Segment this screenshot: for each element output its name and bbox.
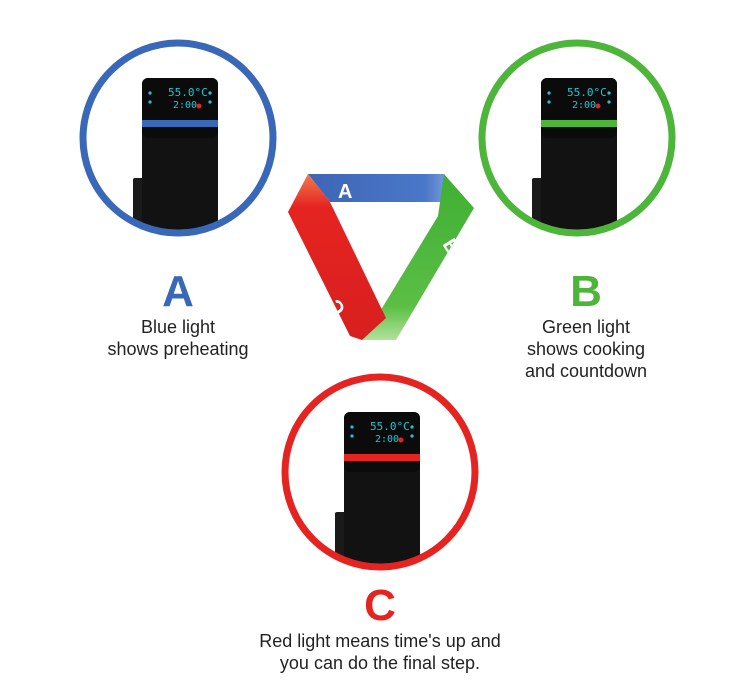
- triangle-band-green: [362, 174, 474, 340]
- cooker-display-time: 2:00: [173, 100, 197, 111]
- cooker-display-temp: 55.0°C: [567, 86, 607, 99]
- panel-a-letter: A: [162, 267, 194, 316]
- panel-c-letter: C: [364, 581, 396, 630]
- cooker-display-temp: 55.0°C: [168, 86, 208, 99]
- panel-b-ring: 55.0°C 2:00: [478, 39, 676, 237]
- panel-a-caption-line-1: Blue light: [140, 317, 216, 337]
- panel-a-ring: 55.0°C 2:00: [79, 39, 277, 237]
- panel-c-caption: Red light means time's up and you can do…: [210, 630, 550, 674]
- power-icon: [398, 437, 404, 443]
- color-cycle-triangle: A B C: [288, 174, 474, 340]
- triangle-band-red: [288, 174, 386, 340]
- panel-c-illustration: 55.0°C 2:00: [280, 372, 480, 572]
- panel-a-caption-line-2: shows preheating: [107, 339, 249, 359]
- status-light-bar: [541, 120, 617, 127]
- panel-c-ring: 55.0°C 2:00: [281, 373, 479, 571]
- cooker-display-time: 2:00: [375, 434, 399, 445]
- panel-b-caption-line-1: Green light: [541, 317, 631, 337]
- cooker-display-temp: 55.0°C: [370, 420, 410, 433]
- panel-a-caption: Blue light shows preheating: [78, 316, 278, 360]
- triangle-label-a: A: [338, 181, 352, 203]
- panel-b-caption: Green light shows cooking and countdown: [486, 316, 686, 382]
- status-light-bar: [142, 120, 218, 127]
- cooker-display-time: 2:00: [572, 100, 596, 111]
- status-light-bar: [344, 454, 420, 461]
- panel-b-caption-line-2: shows cooking: [526, 339, 646, 359]
- panel-b-letter: B: [570, 267, 602, 316]
- panel-b-caption-line-3: and countdown: [524, 361, 648, 381]
- power-icon: [595, 103, 601, 109]
- panel-c-caption-line-1: Red light means time's up and: [259, 631, 501, 651]
- panel-b-illustration: 55.0°C 2:00: [477, 38, 677, 238]
- triangle-band-blue: [308, 174, 464, 202]
- power-icon: [196, 103, 202, 109]
- panel-a-illustration: 55.0°C 2:00: [78, 38, 278, 238]
- panel-c-caption-line-2: you can do the final step.: [279, 653, 481, 673]
